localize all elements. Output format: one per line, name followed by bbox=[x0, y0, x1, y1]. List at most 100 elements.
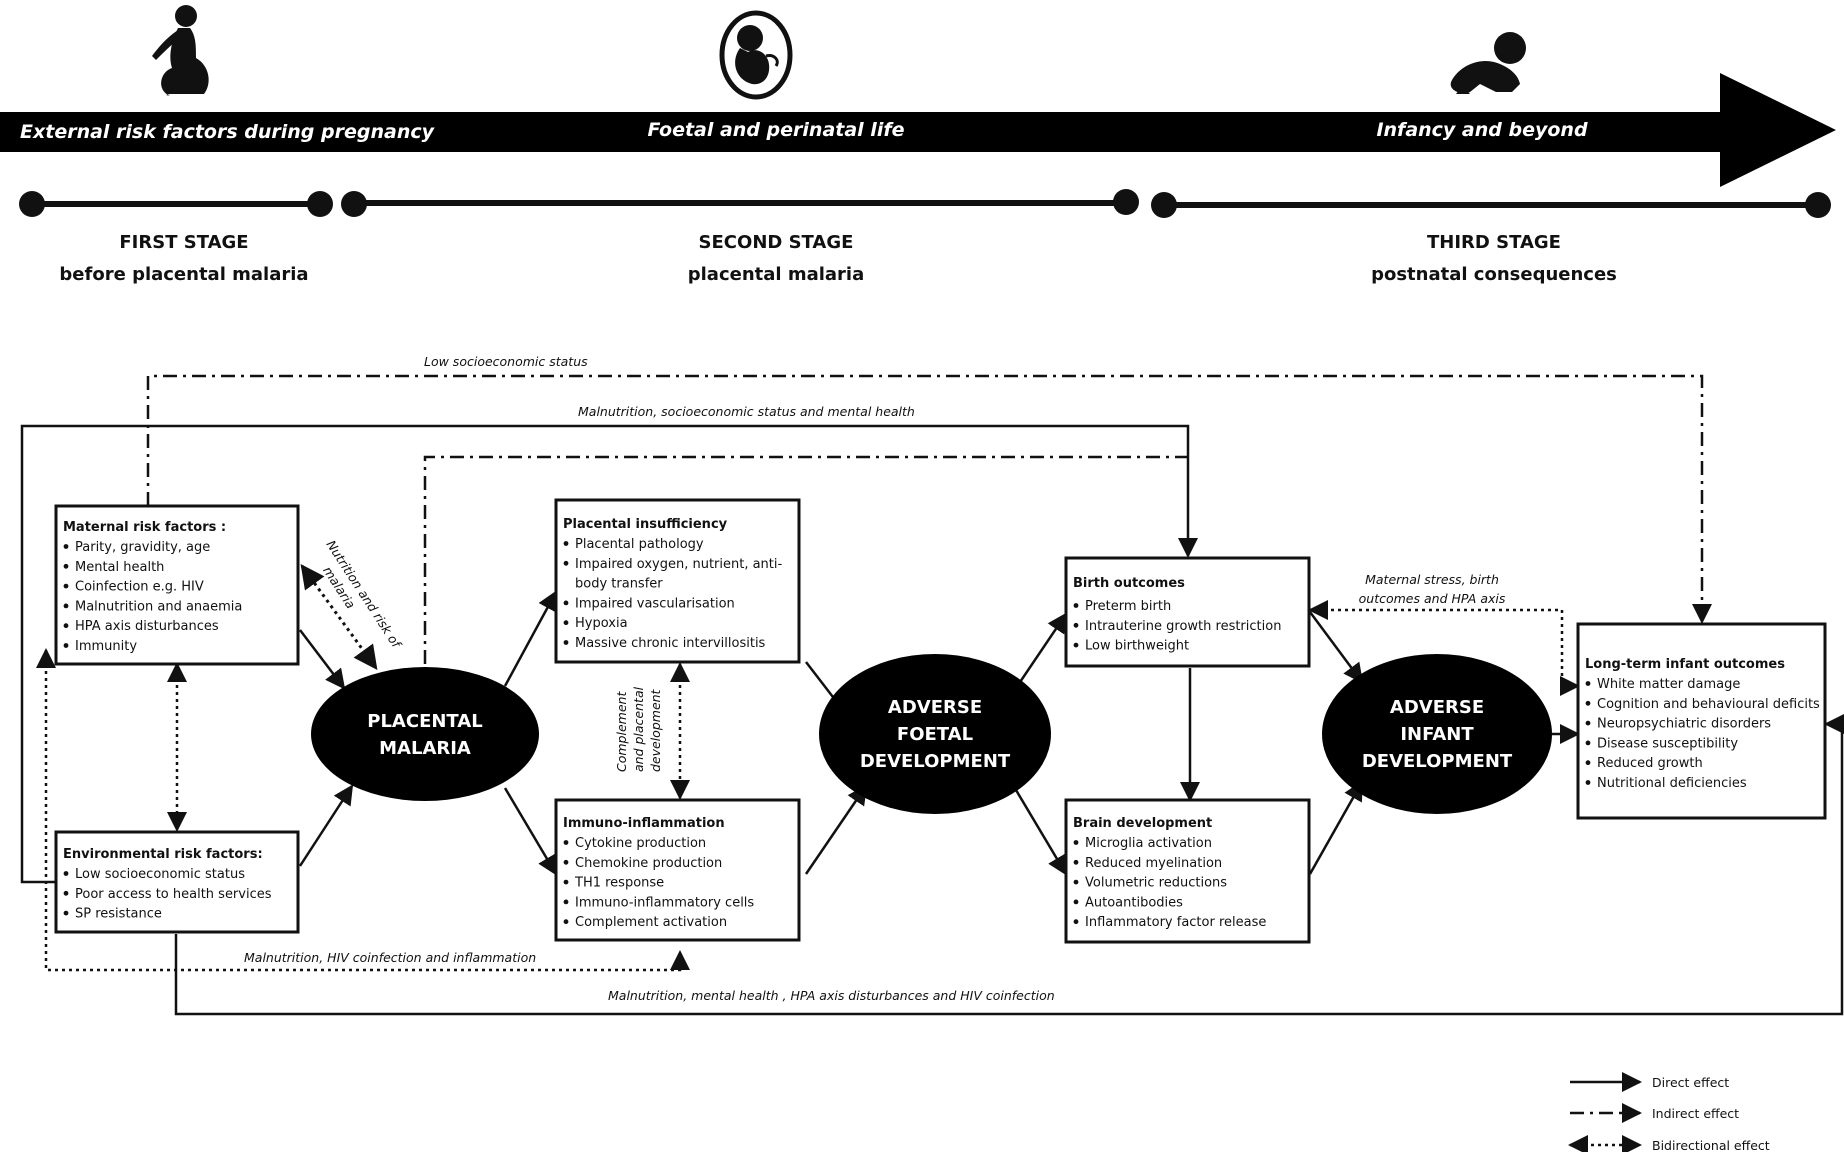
maternal-item: Malnutrition and anaemia bbox=[75, 599, 242, 614]
bullet-dot bbox=[563, 600, 569, 606]
bullet-dot bbox=[63, 583, 69, 589]
placental-insufficiency-item: Impaired vascularisation bbox=[575, 596, 735, 611]
bullet-dot bbox=[1585, 780, 1591, 785]
maternal-risk-box: Maternal risk factors : Parity, gravidit… bbox=[54, 504, 300, 666]
svg-text:Indirect effect: Indirect effect bbox=[1652, 1106, 1739, 1121]
maternal-item: Immunity bbox=[75, 639, 137, 654]
bullet-dot bbox=[1585, 740, 1591, 746]
svg-text:DEVELOPMENT: DEVELOPMENT bbox=[860, 751, 1011, 772]
adverse-infant-development-oval: ADVERSE INFANT DEVELOPMENT bbox=[1322, 654, 1552, 814]
svg-text:PLACENTAL: PLACENTAL bbox=[367, 711, 482, 732]
bullet-dot bbox=[563, 879, 569, 885]
bullet-dot bbox=[63, 563, 69, 569]
legend: Direct effect Indirect effect Bidirectio… bbox=[1568, 1072, 1770, 1152]
placental-insufficiency-item: Impaired oxygen, nutrient, anti- bbox=[575, 557, 783, 572]
adverse-foetal-development-oval: ADVERSE FOETAL DEVELOPMENT bbox=[819, 654, 1051, 814]
bullet-dot bbox=[1073, 879, 1079, 885]
svg-text:DEVELOPMENT: DEVELOPMENT bbox=[1362, 751, 1513, 772]
bullet-dot bbox=[1073, 899, 1079, 905]
bullet-dot bbox=[563, 859, 569, 865]
svg-text:ADVERSE: ADVERSE bbox=[888, 697, 982, 718]
timeline-arrow bbox=[0, 73, 1836, 187]
longterm-item: Cognition and behavioural deficits bbox=[1597, 697, 1820, 712]
birth-outcomes-box: Birth outcomes Preterm birthIntrauterine… bbox=[1064, 556, 1311, 668]
bullet-dot bbox=[563, 899, 569, 905]
svg-text:Direct effect: Direct effect bbox=[1652, 1075, 1729, 1090]
malnutrition-hiv-label: Malnutrition, HIV coinfection and inflam… bbox=[244, 950, 536, 965]
stage-2-title: SECOND STAGE bbox=[699, 232, 854, 253]
placental-insufficiency-item: Placental pathology bbox=[575, 537, 704, 552]
immuno-inflammation-box: Immuno-inflammation Cytokine productionC… bbox=[554, 798, 801, 942]
legend-indirect: Indirect effect bbox=[1570, 1103, 1739, 1123]
brain-item: Volumetric reductions bbox=[1085, 876, 1227, 891]
brain-item: Microglia activation bbox=[1085, 836, 1212, 851]
environmental-item: Low socioeconomic status bbox=[75, 867, 245, 882]
svg-text:INFANT: INFANT bbox=[1400, 724, 1474, 745]
environmental-risk-box: Environmental risk factors: Low socioeco… bbox=[54, 830, 300, 934]
maternal-item: HPA axis disturbances bbox=[75, 619, 219, 634]
birth-item: Preterm birth bbox=[1085, 599, 1171, 614]
placental-malaria-oval: PLACENTAL MALARIA bbox=[311, 667, 539, 801]
long-term-outcomes-box: Long-term infant outcomes White matter d… bbox=[1576, 622, 1827, 820]
environmental-item: Poor access to health services bbox=[75, 887, 272, 902]
longterm-item: Neuropsychiatric disorders bbox=[1597, 717, 1771, 732]
bullet-dot bbox=[1073, 642, 1079, 648]
bullet-dot bbox=[63, 544, 69, 549]
stage-2-subtitle: placental malaria bbox=[688, 264, 865, 285]
bullet-dot bbox=[1073, 603, 1079, 608]
low-ses-connector bbox=[146, 374, 1712, 624]
bullet-dot bbox=[63, 643, 69, 648]
bullet-dot bbox=[63, 910, 69, 916]
bullet-dot bbox=[563, 541, 569, 546]
brain-item: Autoantibodies bbox=[1085, 895, 1183, 910]
direct-arrows bbox=[298, 590, 1580, 876]
svg-text:ADVERSE: ADVERSE bbox=[1390, 697, 1484, 718]
stage-1-title: FIRST STAGE bbox=[119, 232, 248, 253]
bullet-dot bbox=[563, 919, 569, 925]
svg-text:MALARIA: MALARIA bbox=[379, 738, 471, 759]
bullet-dot bbox=[1585, 681, 1591, 686]
bullet-dot bbox=[563, 640, 569, 645]
birth-item: Intrauterine growth restriction bbox=[1085, 619, 1281, 634]
bullet-dot bbox=[1073, 622, 1079, 628]
bullet-dot bbox=[1073, 919, 1079, 925]
maternal-item: Parity, gravidity, age bbox=[75, 540, 210, 555]
stage-bars bbox=[19, 189, 1831, 218]
longterm-item: Nutritional deficiencies bbox=[1597, 776, 1747, 791]
immuno-item: Immuno-inflammatory cells bbox=[575, 895, 754, 910]
bullet-dot bbox=[1585, 760, 1591, 766]
longterm-item: White matter damage bbox=[1597, 677, 1740, 692]
environmental-risk-title: Environmental risk factors: bbox=[63, 847, 263, 862]
malnutrition-hiv-connector bbox=[36, 648, 690, 972]
timeline-label-infancy: Infancy and beyond bbox=[1376, 119, 1587, 141]
long-term-outcomes-title: Long-term infant outcomes bbox=[1585, 657, 1785, 672]
svg-text:Bidirectional effect: Bidirectional effect bbox=[1652, 1138, 1770, 1152]
bullet-dot bbox=[563, 560, 569, 566]
svg-text:FOETAL: FOETAL bbox=[897, 724, 973, 745]
malnutrition-ses-label: Malnutrition, socioeconomic status and m… bbox=[578, 404, 915, 419]
maternal-item: Coinfection e.g. HIV bbox=[75, 580, 204, 595]
immuno-item: Chemokine production bbox=[575, 856, 722, 871]
environmental-item: SP resistance bbox=[75, 907, 162, 922]
immuno-item: Complement activation bbox=[575, 915, 727, 930]
bullet-dot bbox=[563, 840, 569, 845]
bullet-dot bbox=[63, 603, 69, 609]
bullet-dot bbox=[1585, 700, 1591, 706]
legend-bidirectional: Bidirectional effect bbox=[1568, 1135, 1770, 1152]
brain-development-box: Brain development Microglia activationRe… bbox=[1064, 798, 1311, 944]
placental-insufficiency-item: body transfer bbox=[575, 577, 663, 592]
placental-insufficiency-item: Massive chronic intervillositis bbox=[575, 636, 766, 651]
placental-insufficiency-box: Placental insufficiency Placental pathol… bbox=[554, 498, 801, 664]
birth-item: Low birthweight bbox=[1085, 639, 1189, 654]
malnutrition-mental-hpa-label: Malnutrition, mental health , HPA axis d… bbox=[608, 988, 1055, 1003]
stage-3-subtitle: postnatal consequences bbox=[1371, 264, 1617, 285]
foetus-icon bbox=[719, 10, 793, 100]
malnutrition-mental-hpa-connector bbox=[174, 714, 1844, 1016]
timeline-label-pregnancy: External risk factors during pregnancy bbox=[20, 121, 436, 143]
bullet-dot bbox=[63, 871, 69, 876]
placental-insufficiency-title: Placental insufficiency bbox=[563, 517, 728, 532]
maternal-stress-connector bbox=[1308, 600, 1580, 696]
nutrition-risk-bidirectional bbox=[300, 564, 378, 670]
placental-insufficiency-item: Hypoxia bbox=[575, 616, 628, 631]
